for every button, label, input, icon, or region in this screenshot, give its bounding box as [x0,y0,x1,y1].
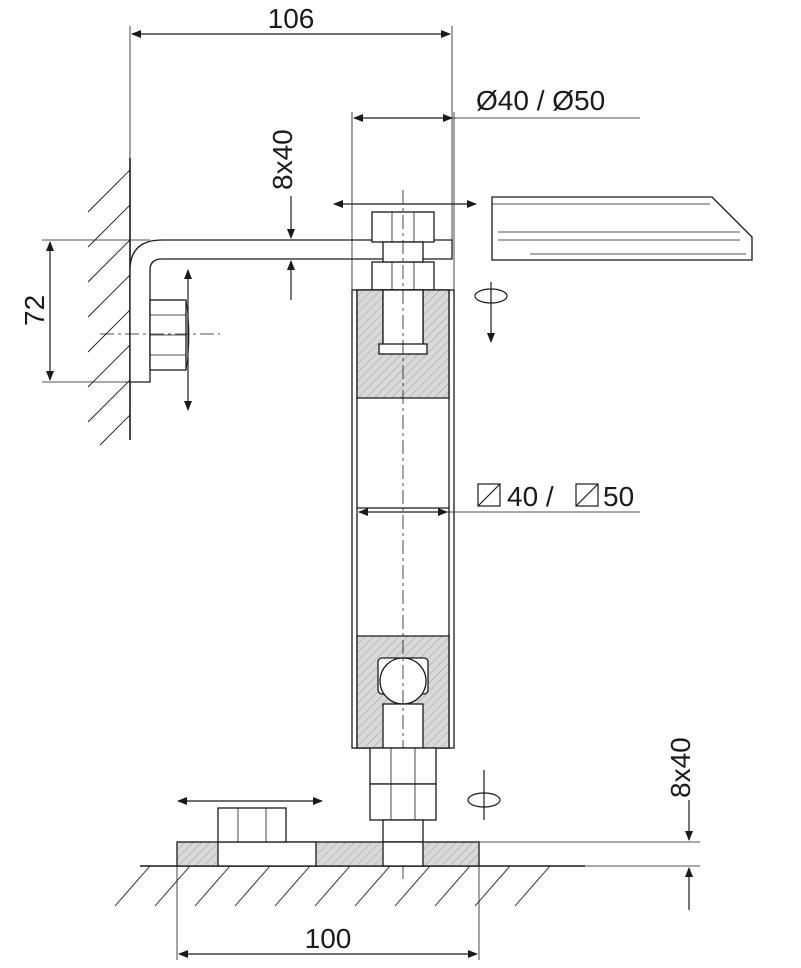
dim-top-flat-bar: 8x40 [267,129,298,300]
base-plate [176,797,480,867]
square-section-icon-2 [575,483,599,507]
rotation-arrow-bottom [467,770,501,820]
floor [114,865,585,907]
dim-square-tube: 40 / 50 [358,481,640,516]
dim-wall-height: 72 [19,239,150,383]
dim-square-tube-label-a: 40 / [507,481,554,512]
dim-top-flat-bar-label: 8x40 [267,129,298,190]
bottom-nut-lower [369,783,437,821]
dim-tube-diameter-label: Ø40 / Ø50 [476,85,605,116]
wall [87,158,131,446]
handrail-profile [491,196,753,261]
square-section-icon [477,483,501,507]
dim-tube-diameter: Ø40 / Ø50 [351,85,640,290]
dim-wall-height-label: 72 [19,295,50,326]
base-bolt-nut [217,807,287,843]
floor-hatching [114,865,551,907]
tube [351,190,455,880]
dim-overall-width-label: 106 [268,3,315,34]
wall-hatching [87,169,131,446]
bottom-nut-upper [369,747,437,785]
rotation-arrow-top [474,282,508,343]
dim-base-width: 100 [176,866,480,960]
dim-square-tube-label-b: 50 [603,481,634,512]
wall-bolt-nut [149,299,190,371]
dim-base-flat-bar: 8x40 [479,737,700,910]
bottom-threaded-rod [382,819,424,843]
dim-base-flat-bar-label: 8x40 [665,737,696,798]
dim-base-width-label: 100 [305,923,352,954]
